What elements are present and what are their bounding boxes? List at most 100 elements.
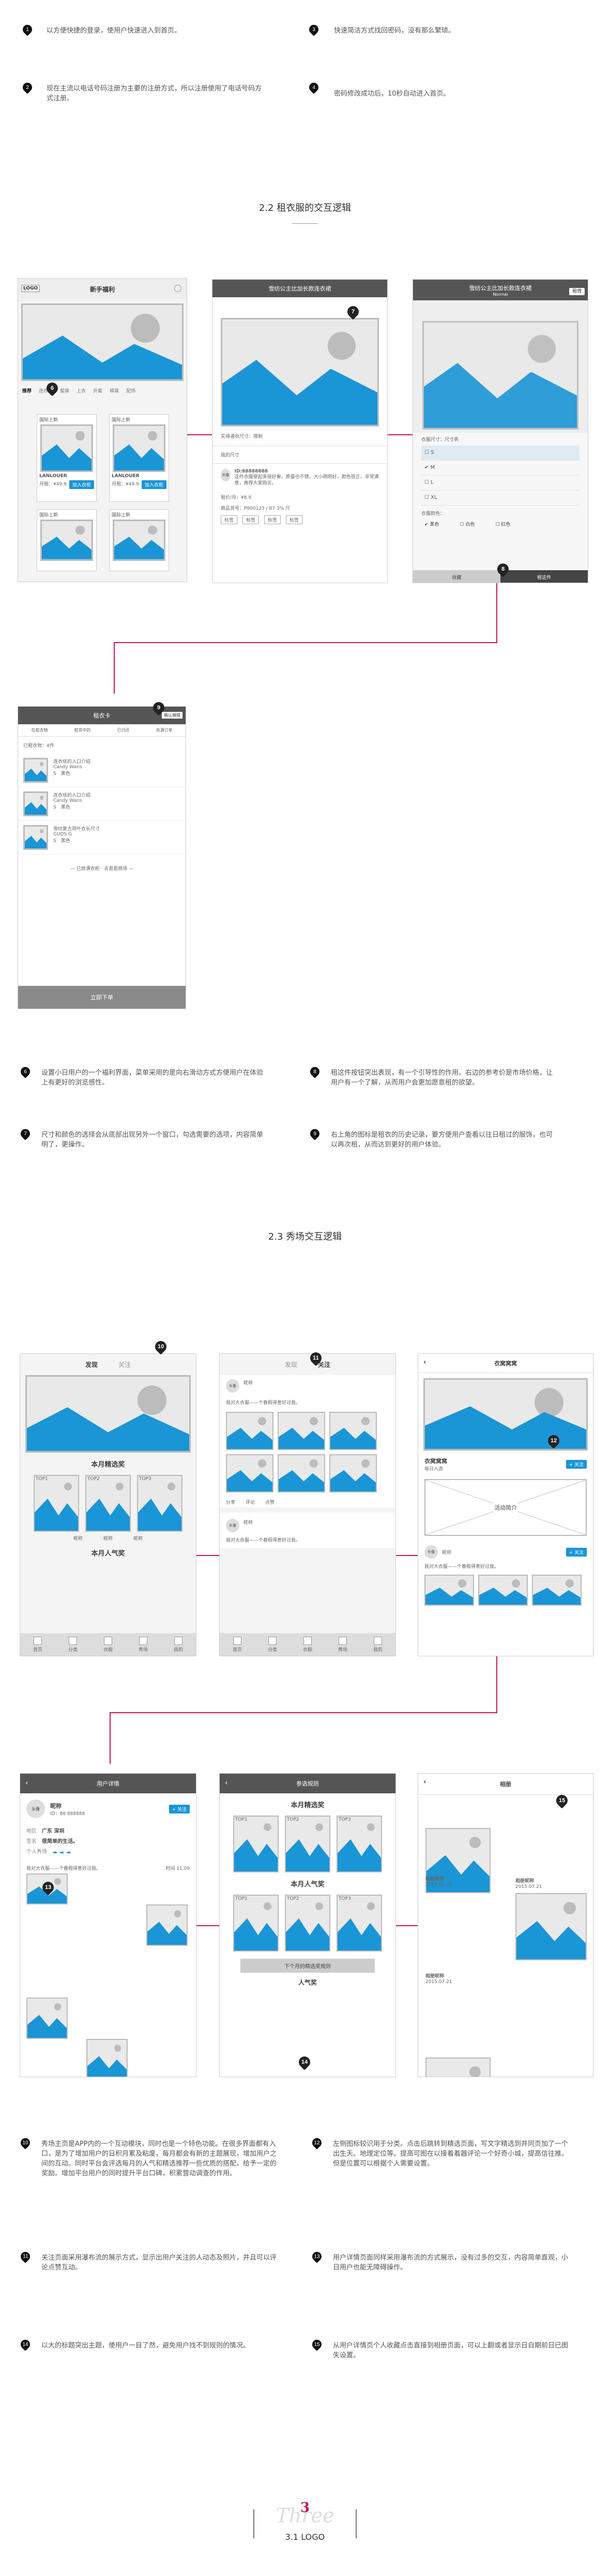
activity-card[interactable]: 活动简介: [424, 1479, 587, 1536]
rent-button[interactable]: 租借: [569, 285, 585, 295]
feed-image[interactable]: [329, 1454, 377, 1492]
feed-image[interactable]: [478, 1575, 528, 1606]
tab-follow[interactable]: 关注: [118, 1361, 131, 1368]
tab-pants[interactable]: 裤装: [110, 389, 119, 394]
tab-accessory[interactable]: 配饰: [126, 389, 136, 394]
product-card[interactable]: 国际上新: [109, 509, 169, 571]
tag[interactable]: 标签: [221, 515, 238, 524]
my-size-row[interactable]: 我的尺寸: [212, 446, 387, 464]
nav-category[interactable]: 分类: [68, 1636, 78, 1653]
rank-card[interactable]: TOP2: [285, 1816, 330, 1872]
like-button[interactable]: 点赞: [265, 1500, 275, 1505]
user-nickname[interactable]: 昵称: [243, 1381, 253, 1386]
follow-button[interactable]: + 关注: [169, 1804, 190, 1813]
tab-discover[interactable]: 发现: [284, 1361, 297, 1368]
user-nickname[interactable]: 昵称: [133, 1536, 143, 1542]
tag[interactable]: 标签: [242, 515, 260, 524]
color-option-black[interactable]: ✔ 黑色: [424, 522, 439, 527]
feed-image[interactable]: [226, 1454, 273, 1492]
add-wardrobe-button[interactable]: 加入衣柜: [141, 480, 166, 489]
user-nickname[interactable]: 昵称: [243, 1520, 253, 1526]
tab-top[interactable]: 上衣: [77, 389, 86, 394]
rank-card[interactable]: TOP3: [137, 1475, 182, 1532]
banner-image[interactable]: [25, 1375, 191, 1453]
avatar[interactable]: 头像: [226, 1519, 239, 1532]
follow-button[interactable]: + 关注: [566, 1460, 587, 1469]
feed-image[interactable]: [278, 1454, 325, 1492]
rank-card[interactable]: TOP1: [34, 1475, 79, 1532]
rank-card[interactable]: TOP1: [233, 1895, 279, 1952]
nav-show[interactable]: 秀场: [338, 1636, 347, 1653]
feed-image[interactable]: [26, 1998, 68, 2039]
back-icon[interactable]: ‹: [423, 1778, 426, 1786]
tab-renting[interactable]: 在租衣物: [31, 728, 48, 733]
feed-image[interactable]: [26, 1873, 68, 1904]
tab-recommend[interactable]: 推荐: [22, 389, 32, 394]
search-icon[interactable]: [174, 285, 181, 292]
rank-card[interactable]: TOP3: [337, 1816, 382, 1872]
rank-card[interactable]: TOP1: [233, 1816, 279, 1872]
nav-me[interactable]: 我的: [373, 1636, 383, 1653]
album-image[interactable]: [425, 1828, 491, 1893]
tab-suit[interactable]: 套装: [60, 389, 70, 394]
size-option-xl[interactable]: ☐ XL: [421, 491, 580, 506]
tab-discover[interactable]: 发现: [85, 1361, 98, 1368]
avatar[interactable]: 头像: [424, 1545, 438, 1559]
order-now-button[interactable]: 立即下单: [18, 986, 186, 1009]
nav-me[interactable]: 我的: [174, 1636, 183, 1653]
rank-card[interactable]: TOP2: [285, 1895, 330, 1952]
size-limit-row[interactable]: 实得通衣尺寸：限制: [212, 426, 387, 446]
follow-button[interactable]: + 关注: [566, 1547, 587, 1557]
nav-category[interactable]: 分类: [268, 1636, 277, 1653]
back-icon[interactable]: ‹: [423, 1358, 426, 1366]
favorite-button[interactable]: 收藏: [413, 570, 500, 583]
product-image[interactable]: [221, 318, 379, 426]
tag[interactable]: 标签: [286, 515, 303, 524]
rent-this-button[interactable]: 租这件: [500, 570, 588, 583]
feed-image[interactable]: [329, 1412, 377, 1450]
album-image[interactable]: [515, 1893, 587, 1960]
avatar[interactable]: 头像: [226, 1379, 239, 1393]
edit-button[interactable]: 确认编辑: [162, 712, 182, 719]
tab-returned[interactable]: 已归还: [117, 728, 130, 733]
feed-image[interactable]: [278, 1412, 325, 1450]
tab-follow[interactable]: 关注: [318, 1361, 331, 1368]
feed-image[interactable]: [532, 1575, 582, 1606]
next-rules-button[interactable]: 下个月的精选奖规则: [240, 1959, 375, 1973]
rank-card[interactable]: TOP2: [85, 1475, 131, 1532]
color-option-red[interactable]: ☐ 红色: [495, 522, 511, 527]
feed-image[interactable]: [424, 1575, 474, 1606]
user-nickname[interactable]: 昵称: [442, 1550, 452, 1556]
share-button[interactable]: 分享: [226, 1500, 236, 1505]
banner-image[interactable]: [21, 303, 184, 381]
tab-dress[interactable]: 连衣裙: [39, 389, 53, 394]
size-option-s[interactable]: ☐ S: [421, 446, 580, 461]
nav-home[interactable]: 首页: [233, 1636, 242, 1653]
feed-image[interactable]: [226, 1412, 273, 1450]
product-card[interactable]: 国际上新: [37, 509, 97, 571]
tag[interactable]: 标签: [264, 515, 281, 524]
color-option-white[interactable]: ☐ 白色: [460, 522, 475, 527]
nav-wardrobe[interactable]: 衣橱: [303, 1636, 312, 1653]
nav-wardrobe[interactable]: 衣橱: [103, 1636, 113, 1653]
feed-image[interactable]: [86, 2039, 128, 2077]
user-nickname[interactable]: 昵称: [103, 1536, 113, 1542]
back-icon[interactable]: ‹: [25, 1779, 28, 1787]
rank-card[interactable]: TOP3: [337, 1895, 382, 1952]
back-icon[interactable]: ‹: [225, 1779, 228, 1787]
nav-home[interactable]: 首页: [33, 1636, 42, 1653]
user-nickname[interactable]: 昵称: [73, 1536, 83, 1542]
tab-orders[interactable]: 充满订单: [156, 728, 173, 733]
tab-coat[interactable]: 外套: [93, 389, 103, 394]
size-option-l[interactable]: ☐ L: [421, 476, 580, 491]
tab-leased[interactable]: 租赁中的: [74, 728, 91, 733]
album-image[interactable]: [425, 2057, 491, 2077]
comment-button[interactable]: 评论: [246, 1500, 255, 1505]
feed-image[interactable]: [146, 1904, 188, 1946]
size-option-m[interactable]: ✔ M: [421, 461, 580, 476]
